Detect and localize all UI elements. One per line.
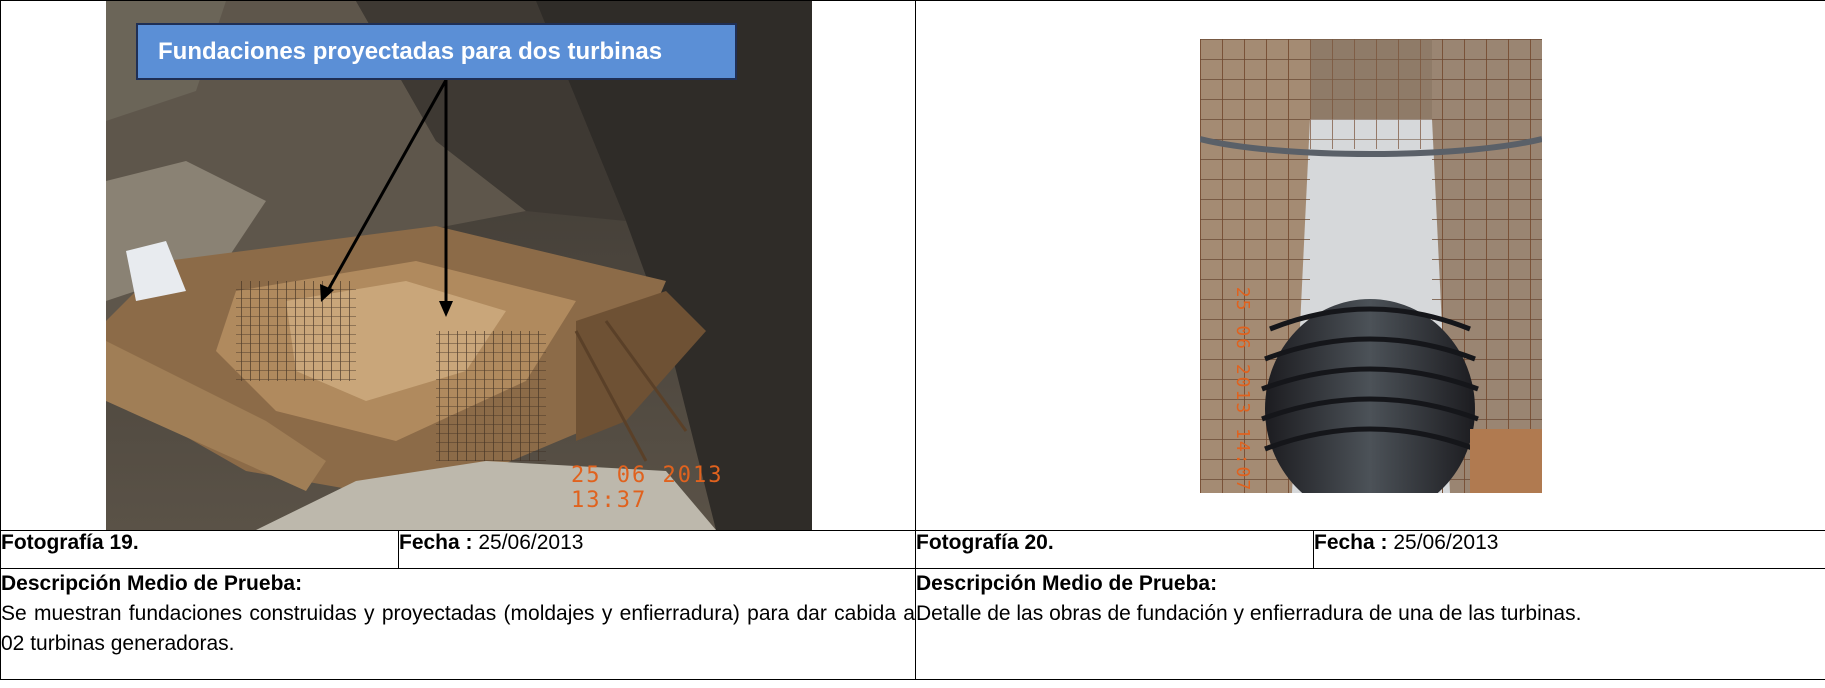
photo-19-number-cell: Fotografía 19. [0, 530, 399, 569]
photo-19-image: Fundaciones proyectadas para dos turbina… [106, 1, 812, 530]
photo-19-description-cell: Descripción Medio de Prueba: Se muestran… [0, 568, 916, 680]
photo-20-description-cell: Descripción Medio de Prueba: Detalle de … [915, 568, 1825, 680]
photo-19-description-text: Se muestran fundaciones construidas y pr… [1, 602, 915, 655]
photo-20-description-text: Detalle de las obras de fundación y enfi… [916, 602, 1582, 625]
callout-label: Fundaciones proyectadas para dos turbina… [136, 23, 737, 80]
photo-20-date-stamp: 25 06 2013 14:07 [1232, 286, 1254, 493]
photo-20-label: Fotografía 20. [916, 531, 1054, 554]
photo-20-description-label: Descripción Medio de Prueba: [916, 572, 1218, 595]
photo-19-cell: Fundaciones proyectadas para dos turbina… [0, 0, 916, 531]
photo-20-cell: 25 06 2013 14:07 [915, 0, 1825, 531]
photo-20-date-label: Fecha : [1314, 531, 1388, 554]
photo-19-description-label: Descripción Medio de Prueba: [1, 572, 303, 595]
photo-19-date-value: 25/06/2013 [472, 531, 584, 554]
photo-20-date-value: 25/06/2013 [1387, 531, 1499, 554]
photo-20-date-cell: Fecha : 25/06/2013 [1313, 530, 1825, 569]
photo-19-label: Fotografía 19. [1, 531, 139, 554]
photo-20-number-cell: Fotografía 20. [915, 530, 1314, 569]
photo-20-image: 25 06 2013 14:07 [1200, 39, 1542, 493]
photo-19-date-label: Fecha : [399, 531, 473, 554]
photo-19-date-cell: Fecha : 25/06/2013 [398, 530, 916, 569]
photo-19-date-stamp: 25 06 2013 13:37 [571, 463, 724, 513]
